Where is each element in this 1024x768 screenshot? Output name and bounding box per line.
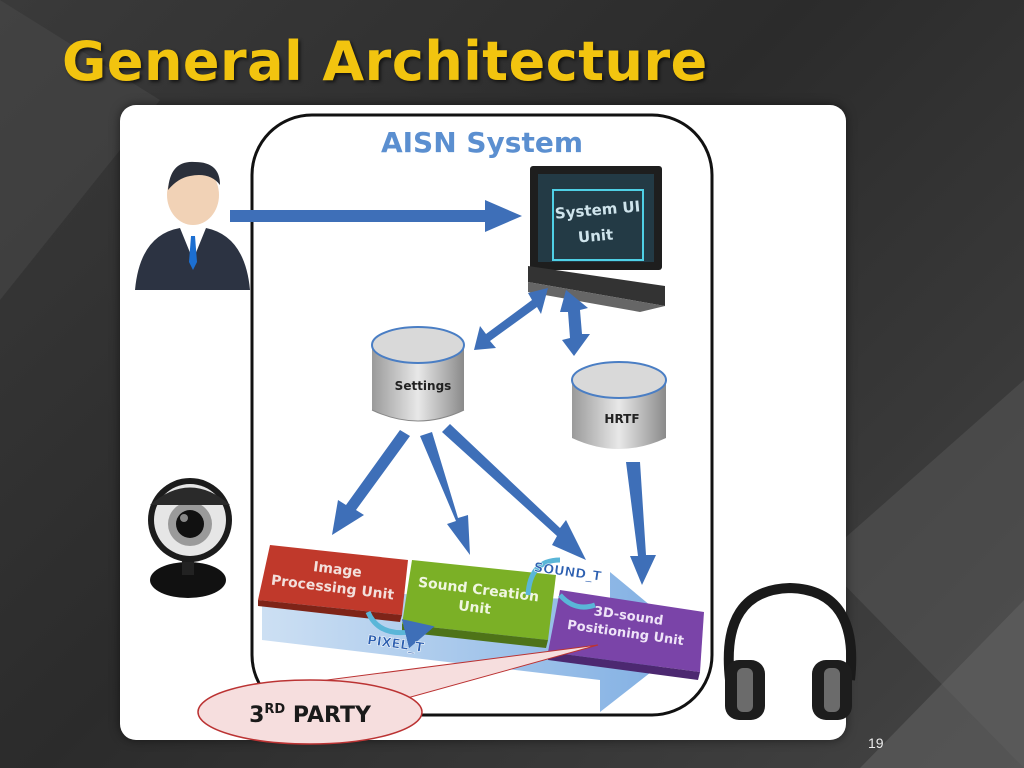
settings-to-image-arrow: [332, 430, 410, 535]
system-ui-label-line2: Unit: [577, 226, 614, 247]
settings-label: Settings: [395, 379, 452, 393]
third-party-sup: RD: [264, 702, 285, 717]
sound-t-arrow: [525, 557, 596, 610]
ui-settings-arrow: [474, 288, 548, 350]
page-number: 19: [868, 735, 884, 751]
pixel-t-arrow: [365, 610, 435, 649]
hrtf-to-positioning-arrow: [626, 462, 656, 585]
third-party-label: 3RD PARTY: [249, 702, 372, 728]
hrtf-label: HRTF: [604, 412, 639, 426]
ui-hrtf-arrow: [560, 290, 590, 356]
image-unit-line1: Image: [312, 559, 362, 581]
settings-to-positioning-arrow: [442, 424, 586, 560]
user-icon: [135, 161, 250, 290]
monitor-icon: [528, 166, 665, 312]
positioning-unit: [548, 590, 704, 680]
sound-creation-unit: [402, 560, 556, 648]
sound-unit-line2: Unit: [457, 598, 492, 618]
third-party-callout: [197, 644, 599, 745]
headphones-icon: [723, 582, 857, 720]
system-boundary: [250, 113, 714, 717]
user-to-ui-arrow: [230, 200, 522, 232]
settings-database-icon: [371, 326, 465, 422]
third-party-digit: 3: [249, 703, 264, 728]
settings-to-sound-arrow: [420, 432, 470, 555]
image-processing-unit: [258, 545, 408, 622]
system-title: AISN System: [381, 126, 583, 159]
third-party-rest: PARTY: [285, 703, 372, 728]
slide-title: General Architecture: [62, 30, 708, 93]
hrtf-database-icon: [571, 361, 667, 449]
webcam-icon: [148, 478, 232, 598]
